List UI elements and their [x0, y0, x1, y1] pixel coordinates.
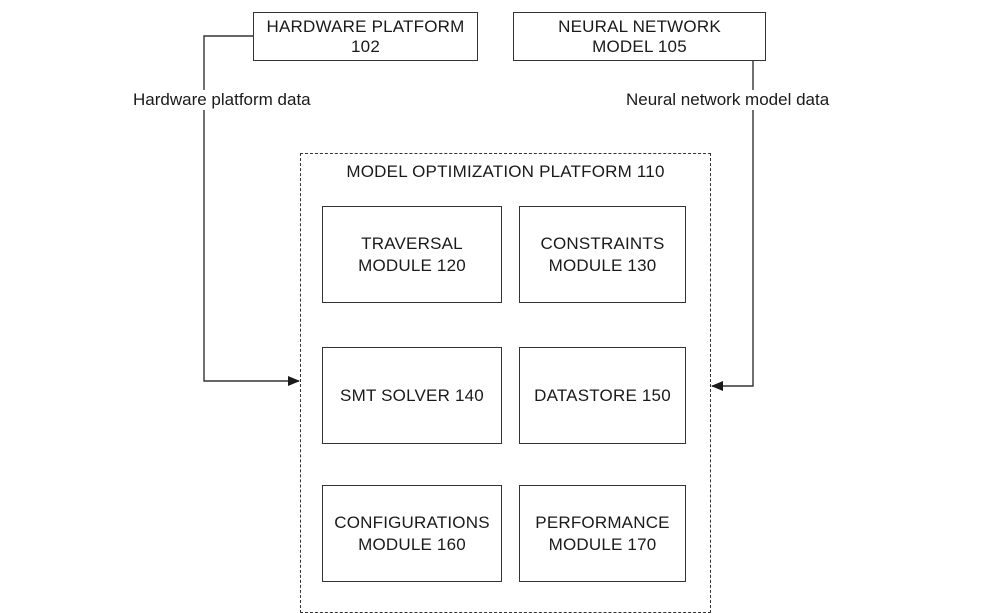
patent-diagram: { "inputs": { "hardware_platform": {"lin… [131, 12, 832, 613]
performance-module-label-line1: PERFORMANCE [535, 512, 670, 532]
configurations-module-label-line2: MODULE 160 [358, 534, 466, 554]
platform-title: MODEL OPTIMIZATION PLATFORM 110 [346, 162, 665, 181]
hardware-platform-number: 102 [351, 36, 380, 56]
neural-network-model-data-label: Neural network model data [624, 90, 832, 110]
smt-solver-label: SMT SOLVER 140 [340, 385, 484, 405]
performance-module: PERFORMANCE MODULE 170 [519, 485, 686, 582]
datastore: DATASTORE 150 [519, 347, 686, 444]
model-data-connector [711, 35, 766, 391]
configurations-module: CONFIGURATIONS MODULE 160 [322, 485, 502, 582]
configurations-module-label-line1: CONFIGURATIONS [334, 512, 490, 532]
hardware-platform-data-label: Hardware platform data [131, 90, 313, 110]
hardware-platform-box: HARDWARE PLATFORM 102 [253, 12, 478, 61]
neural-network-model-number: MODEL 105 [592, 36, 687, 56]
traversal-module: TRAVERSAL MODULE 120 [322, 206, 502, 303]
constraints-module-label-line2: MODULE 130 [548, 255, 657, 275]
neural-network-model-title: NEURAL NETWORK [558, 16, 721, 36]
datastore-label: DATASTORE 150 [534, 385, 671, 405]
hardware-data-connector [203, 35, 300, 386]
traversal-module-label-line2: MODULE 120 [358, 255, 466, 275]
hardware-platform-title: HARDWARE PLATFORM [266, 16, 465, 36]
constraints-module-label-line1: CONSTRAINTS [540, 233, 665, 253]
traversal-module-label-line1: TRAVERSAL [361, 233, 463, 253]
neural-network-model-box: NEURAL NETWORK MODEL 105 [513, 12, 766, 61]
smt-solver: SMT SOLVER 140 [322, 347, 502, 444]
performance-module-label-line2: MODULE 170 [548, 534, 657, 554]
constraints-module: CONSTRAINTS MODULE 130 [519, 206, 686, 303]
